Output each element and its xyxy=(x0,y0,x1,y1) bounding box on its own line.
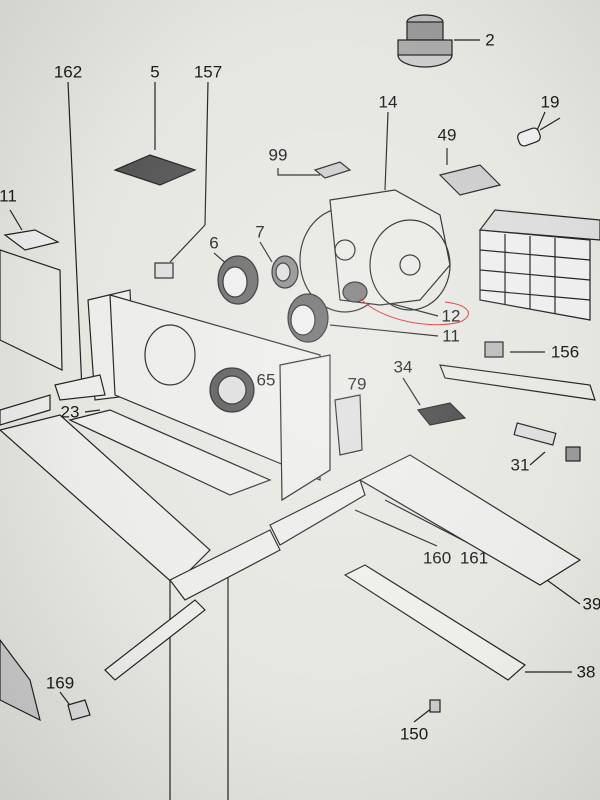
part-19-sensor xyxy=(517,117,561,147)
part-99-bracket xyxy=(313,161,352,179)
main-chassis xyxy=(0,289,366,681)
rail-top-right xyxy=(439,364,596,401)
label-part-161: 161 xyxy=(459,548,489,568)
part-169-clip xyxy=(67,699,91,721)
label-part-79: 79 xyxy=(347,374,367,394)
part-150-clip xyxy=(429,699,441,713)
highlight-mark xyxy=(359,297,469,326)
part-6-fan-wheel xyxy=(217,255,259,305)
label-part-19: 19 xyxy=(540,92,560,112)
filter-grid xyxy=(478,209,600,321)
part-34-module xyxy=(416,402,467,426)
label-part-157: 157 xyxy=(193,62,223,82)
label-part-160: 160 xyxy=(422,548,452,568)
part-156-clip xyxy=(484,341,504,358)
label-part-156: 156 xyxy=(550,342,580,362)
rail-bottom-left xyxy=(0,639,41,722)
label-part-34: 34 xyxy=(393,357,413,377)
label-part-6: 6 xyxy=(209,233,219,253)
label-part-23: 23 xyxy=(60,402,80,422)
part-11-fan-wheel xyxy=(287,293,329,343)
label-part-7: 7 xyxy=(255,222,265,242)
part-49-board xyxy=(438,164,502,196)
label-part-99: 99 xyxy=(268,145,288,165)
part-39-trough xyxy=(358,454,582,586)
part-2-collar xyxy=(397,14,453,68)
label-part-31: 31 xyxy=(510,455,530,475)
part-31-cap xyxy=(565,446,581,462)
label-part-162: 162 xyxy=(53,62,83,82)
label-part-49: 49 xyxy=(437,125,457,145)
label-part-12: 12 xyxy=(441,306,461,326)
label-part-39: 39 xyxy=(582,594,600,614)
label-part-38: 38 xyxy=(576,662,596,682)
label-part-2: 2 xyxy=(485,30,495,50)
part-31-rod xyxy=(513,422,557,446)
side-panel-left xyxy=(0,249,63,371)
label-part-65: 65 xyxy=(256,370,276,390)
part-157-clip xyxy=(154,262,174,279)
label-part-11: 11 xyxy=(442,326,460,346)
part-79-bracket xyxy=(334,394,363,456)
part-7-hub xyxy=(271,255,299,289)
label-part-150: 150 xyxy=(399,724,429,744)
part-5-cover xyxy=(113,154,197,186)
part-11-pad xyxy=(3,229,60,251)
label-part-5: 5 xyxy=(150,62,160,82)
part-38-glass-panel xyxy=(343,564,527,681)
part-14-blower-housing xyxy=(299,189,451,313)
label-part-14: 14 xyxy=(378,92,398,112)
label-part-11-left: 11 xyxy=(0,186,17,206)
label-part-169: 169 xyxy=(45,673,75,693)
